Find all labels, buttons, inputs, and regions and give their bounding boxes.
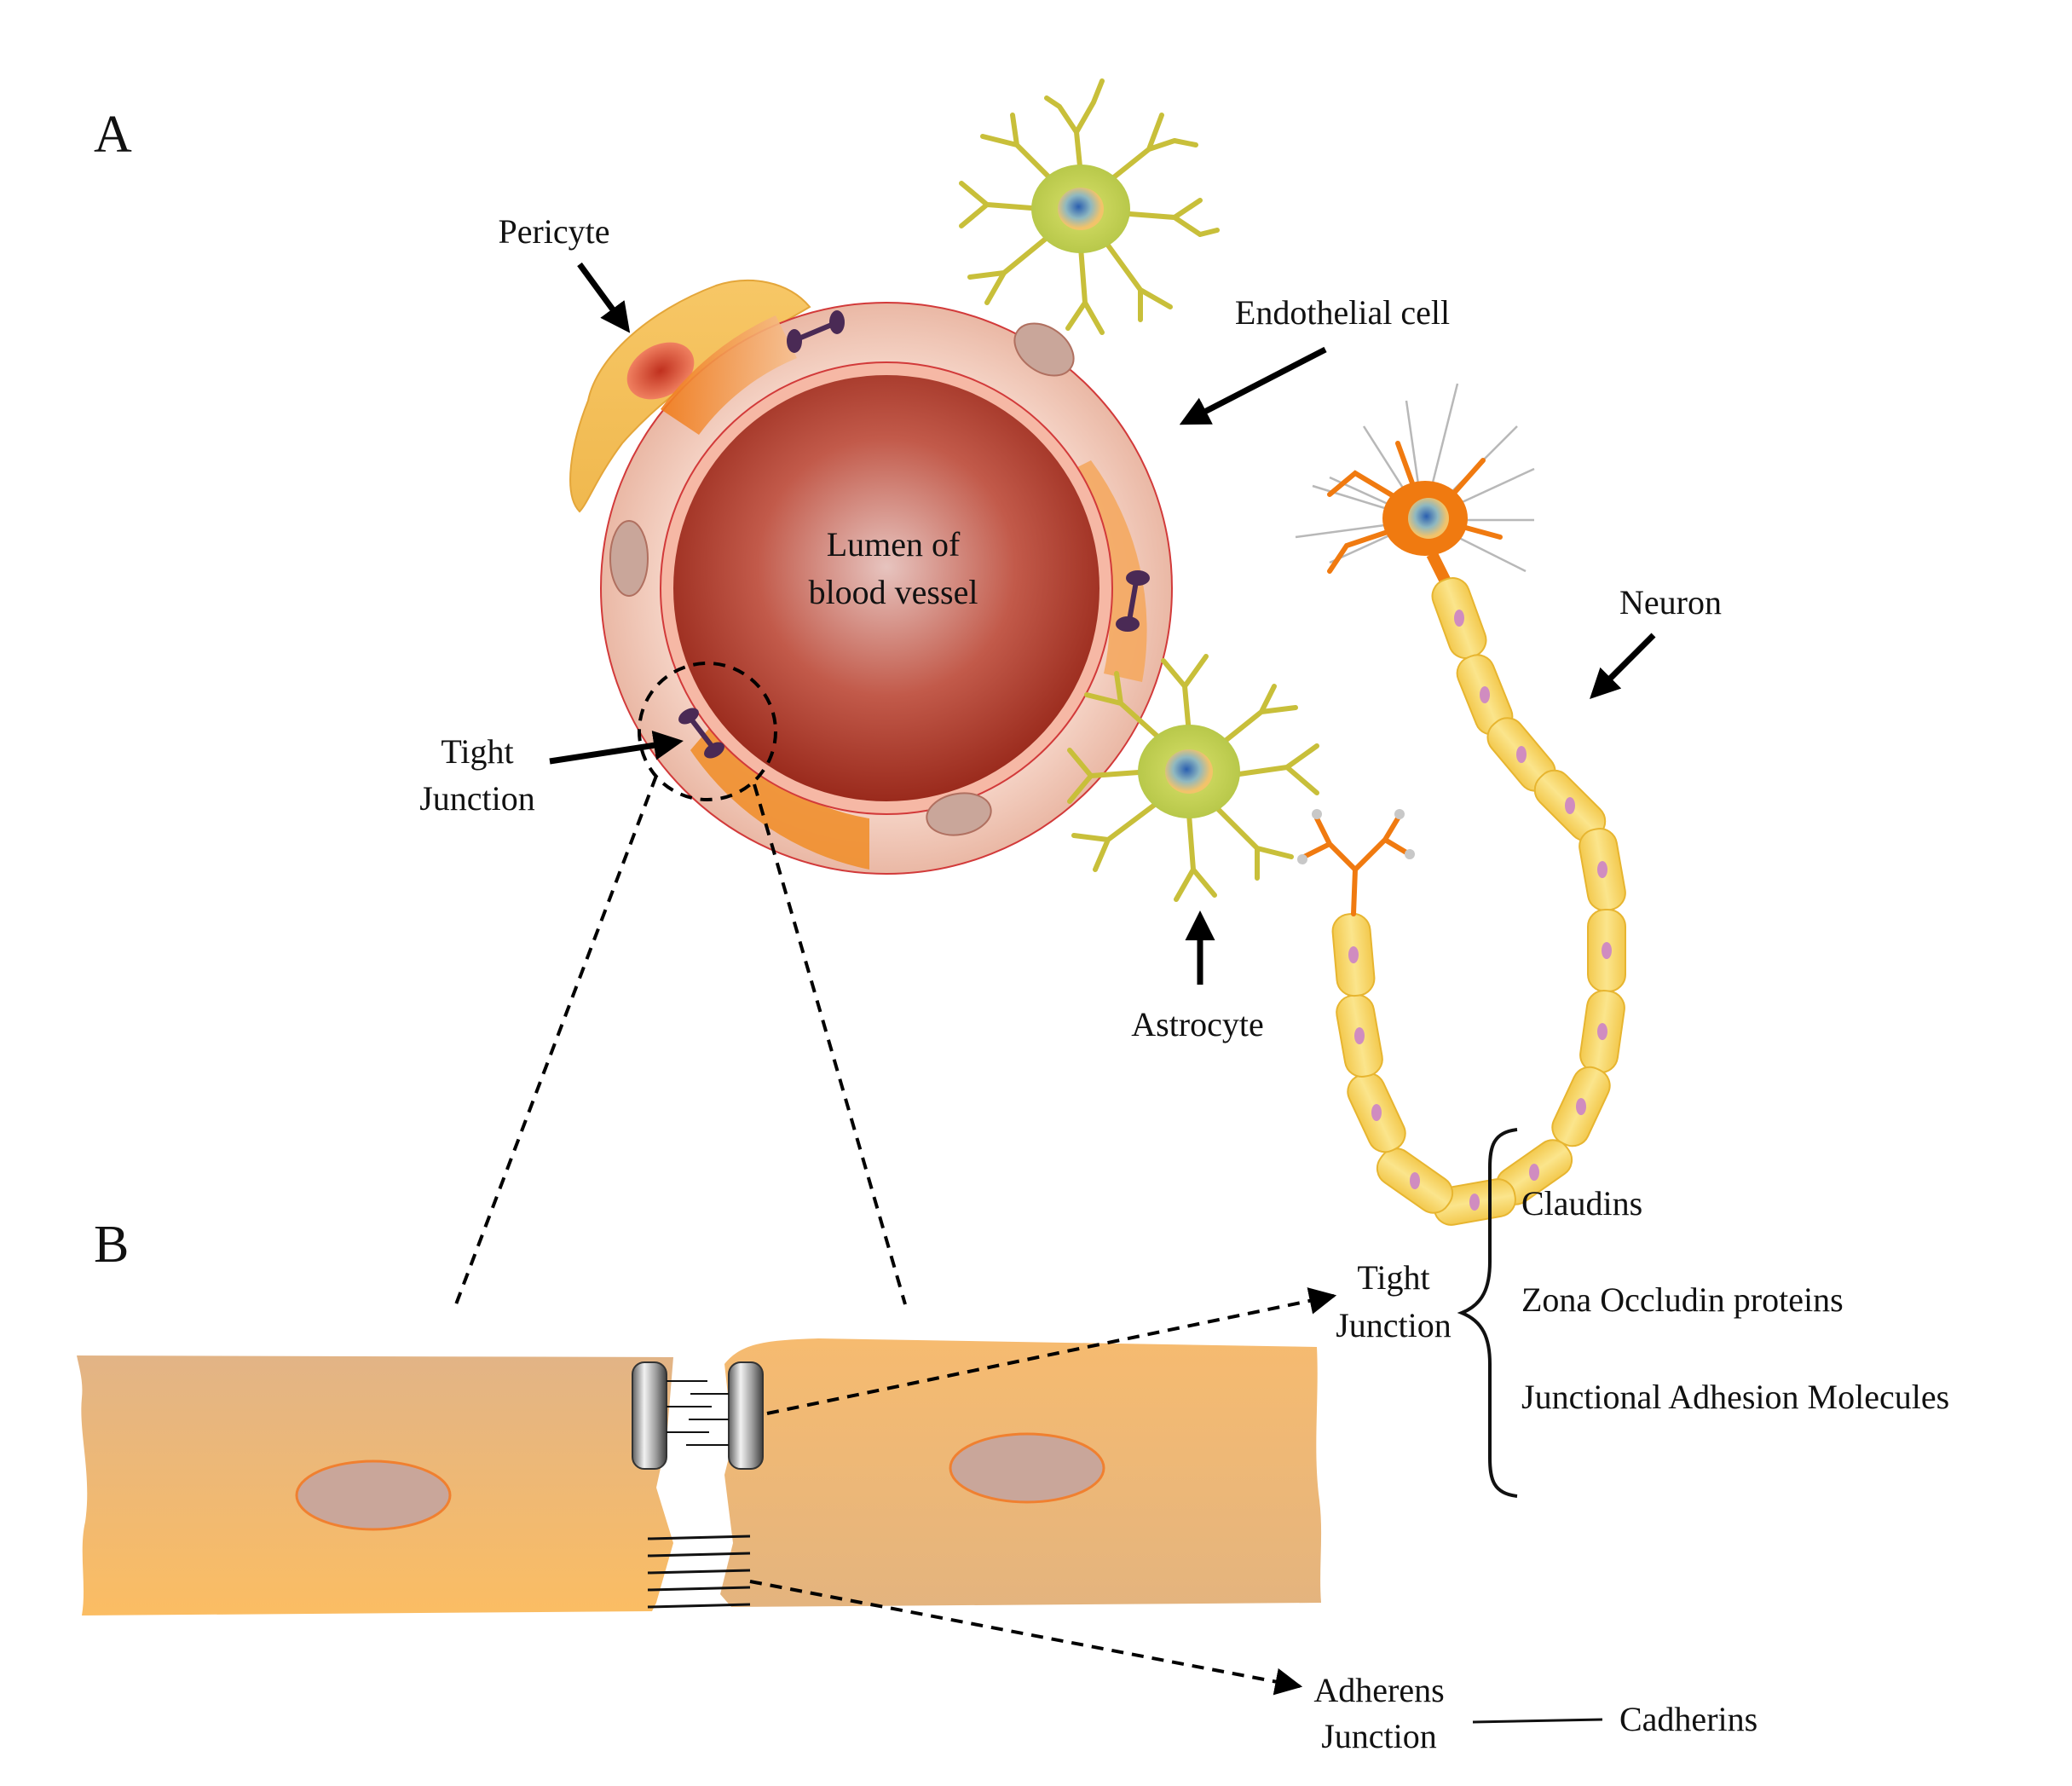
tight-junction-knob [1116, 570, 1150, 632]
endothelial-arrow [1179, 346, 1327, 425]
endothelial-nucleus [1013, 322, 1075, 377]
tight-junction-arrow-a [549, 730, 684, 765]
zoom-line-right [753, 783, 907, 1305]
tight-junction-pointer [766, 1287, 1337, 1415]
cadherins-connector [1472, 1718, 1603, 1724]
endothelial-cell-left [77, 1355, 673, 1615]
protein-cadherins: Cadherins [1619, 1700, 1757, 1738]
adherens-junction-label-line2: Junction [1321, 1717, 1437, 1755]
tight-junction-label-a-line2: Junction [419, 779, 535, 818]
adherens-junction-lines [647, 1535, 751, 1609]
panel-label-a: A [94, 106, 132, 164]
protein-jam: Junctional Adhesion Molecules [1521, 1378, 1949, 1416]
endothelial-label: Endothelial cell [1235, 293, 1450, 332]
neuron-cell [1295, 383, 1626, 1226]
lumen-label-line2: blood vessel [809, 573, 978, 611]
astrocyte-bottom [1067, 654, 1319, 902]
astrocyte-label: Astrocyte [1131, 1005, 1264, 1043]
zoom-circle [638, 662, 777, 801]
zoom-line-left [454, 775, 658, 1305]
protein-claudins: Claudins [1521, 1184, 1642, 1222]
blood-vessel [600, 302, 1173, 875]
tight-junction-knob [678, 708, 724, 759]
adherens-junction-label-line1: Adherens [1313, 1671, 1444, 1709]
tight-junction-brace [1457, 1128, 1518, 1498]
astrocyte-top [959, 78, 1220, 335]
pericyte-arrow [577, 262, 631, 333]
tight-junction-label-b-line1: Tight [1357, 1258, 1429, 1297]
lumen-label-line1: Lumen of [827, 525, 961, 564]
tight-junction-label-a-line1: Tight [441, 732, 513, 771]
pericyte-label: Pericyte [498, 212, 609, 251]
neuron-label: Neuron [1619, 583, 1722, 621]
endothelial-nucleus [609, 520, 649, 597]
tight-junction-label-b-line2: Junction [1336, 1306, 1452, 1344]
protein-zona-occludin: Zona Occludin proteins [1521, 1280, 1844, 1319]
endothelial-nucleus [926, 792, 992, 836]
endothelial-cell-right [720, 1338, 1322, 1607]
cell-nucleus-left [295, 1459, 452, 1531]
tight-junction-proteins-diagram [632, 1361, 764, 1470]
cell-nucleus-right [949, 1432, 1105, 1504]
tight-junction-knob [787, 310, 845, 353]
panel-label-b: B [94, 1216, 129, 1274]
neuron-arrow [1590, 633, 1656, 699]
adherens-junction-pointer [749, 1580, 1303, 1696]
